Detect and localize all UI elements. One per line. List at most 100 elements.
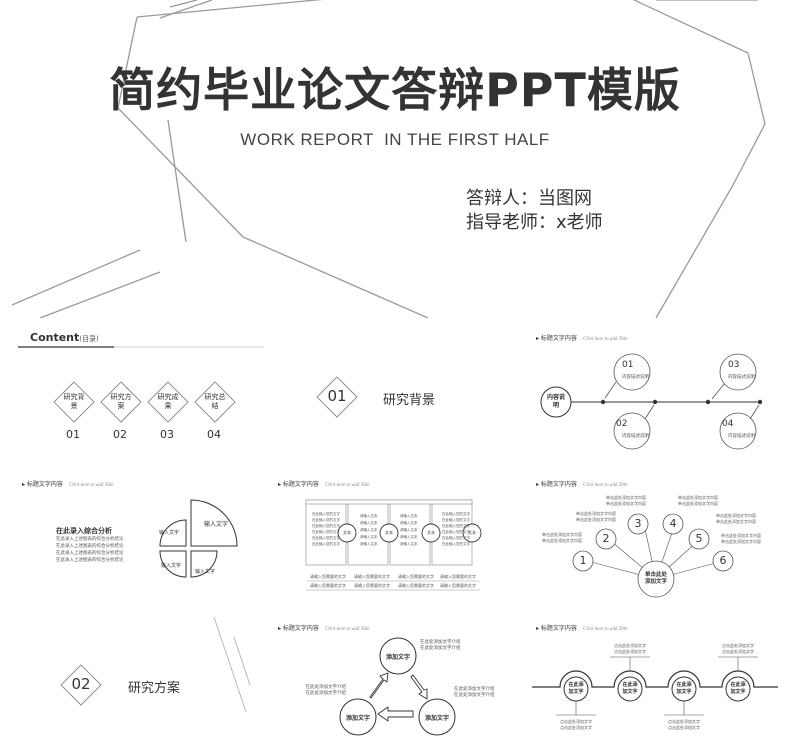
section-number: 01 (327, 387, 347, 405)
clover-petal (190, 499, 238, 547)
radial-number: 6 (719, 554, 727, 567)
cycle-arrow (410, 674, 428, 700)
clover-petal-label: 输入文字 (203, 521, 229, 528)
presentation-subtitle: WORK REPORT IN THE FIRST HALF (240, 130, 550, 149)
road-node-label: 在此添加文字 (676, 682, 692, 695)
road-graphics (532, 656, 778, 716)
panel-caption: 请输入您需要的文字 (310, 574, 346, 579)
advisor-line: 指导老师：x老师 (466, 212, 603, 233)
timeline-node-text: 内容描述说明 (622, 375, 649, 380)
panel-circle-label: 文本 (343, 530, 351, 535)
clover-petal (159, 550, 187, 578)
panel-caption: 请输入您需要的文字 (398, 574, 434, 579)
contents-item-label: 研究方案 (110, 393, 132, 410)
clover-petal-label: 输入文字 (194, 569, 216, 575)
slide-thumb-section-02[interactable]: 02 研究方案 (14, 617, 270, 755)
title-slide: 简约毕业论文答辩PPT模版 WORK REPORT IN THE FIRST H… (0, 0, 790, 318)
section-graphics (316, 376, 358, 418)
cycle-note: 在此处添加文字介绍在此处添加文字介绍 (420, 640, 461, 651)
timeline-node-number: 01 (622, 360, 634, 370)
cycle-note: 在此处添加文字介绍在此处添加文字介绍 (454, 687, 495, 698)
cycle-node-label: 添加文字 (385, 654, 411, 661)
radial-number: 5 (695, 532, 703, 545)
panel-text-left: 在此输入您的文字在此输入您的文字在此输入您的文字 在此输入您的文字在此输入您的文… (312, 512, 340, 546)
section-title: 研究背景 (383, 393, 436, 408)
panel-caption: 请输入您需要的文字 (440, 574, 476, 579)
slide-thumb-contents[interactable]: Content(目录) 研究背景 研究方案 研究成果 研究总结 01 02 03… (14, 327, 270, 463)
diamond-frame (53, 381, 95, 423)
slide-thumb-section-01[interactable]: 01 研究背景 (270, 327, 526, 463)
diamond-frame (147, 381, 189, 423)
timeline-node-text: 内容描述说明 (622, 434, 649, 439)
radial-note: 单击此处添加文字内容单击此处添加文字内容 (606, 495, 646, 506)
clover-petal-label: 输入文字 (158, 530, 180, 536)
cycle-arrow (369, 672, 389, 699)
clover-graphics (159, 499, 238, 578)
panel-circle-label: 文本 (468, 530, 476, 535)
cycle-arrow (377, 706, 414, 722)
timeline-node-number: 03 (728, 360, 740, 370)
diamond-frame (194, 381, 236, 423)
radial-note: 单击此处添加文字内容单击此处添加文字内容 (721, 533, 761, 544)
timeline-node-text: 内容描述说明 (728, 375, 755, 380)
cycle-node-label: 添加文字 (345, 715, 371, 722)
contents-item-label: 研究总结 (204, 393, 226, 410)
road-note: 点击此处添加文字点击此处添加文字 (722, 643, 754, 654)
panel-caption: 请输入您需要的文字 (354, 574, 390, 579)
section-title: 研究方案 (128, 681, 181, 696)
cycle-node-label: 添加文字 (424, 715, 450, 722)
section-graphics (60, 617, 251, 713)
radial-number: 2 (602, 532, 610, 545)
road-note: 点击此处添加文字点击此处添加文字 (614, 643, 646, 654)
clover-petal-label: 输入文字 (160, 563, 182, 569)
road-node-label: 在此添加文字 (568, 682, 584, 695)
contents-item-number: 01 (66, 428, 80, 441)
diamond-frame (316, 376, 358, 418)
timeline-graphics (540, 353, 763, 450)
clover-heading: 在此录入综合分析 (56, 527, 112, 535)
presenter-line: 答辩人：当图网 (466, 188, 592, 209)
timeline-node-text: 内容描述说明 (728, 434, 755, 439)
clover-line: 在此录入上述图表的综合分析结论 (56, 558, 124, 563)
radial-note: 单击此处添加文字内容单击此处添加文字内容 (576, 511, 616, 522)
contents-item-label: 研究背景 (63, 393, 85, 410)
panel-text-right: 请输入文本请输入文本请输入文本 请输入文本请输入文本 (400, 514, 418, 546)
clover-line: 在此录入上述图表的综合分析结论 (56, 544, 124, 549)
radial-note: 单击此处添加文字内容单击此处添加文字内容 (716, 513, 756, 524)
panel-caption: 请输入您需要的文字 (440, 583, 476, 588)
diamond-frame (100, 381, 142, 423)
radial-number: 3 (634, 517, 642, 530)
contents-item-label: 研究成果 (157, 393, 179, 410)
decorative-lines (11, 0, 766, 318)
radial-center-label: 单击此处添加文字 (644, 572, 668, 585)
road-note: 点击此处添加文字点击此处添加文字 (668, 719, 700, 730)
panel-caption: 请输入您需要的文字 (398, 583, 434, 588)
clover-line: 在此录入上述图表的综合分析结论 (56, 537, 124, 542)
radial-graphics (572, 513, 734, 598)
radial-number: 1 (579, 554, 587, 567)
road-node-label: 在此添加文字 (622, 682, 638, 695)
road-node-label: 在此添加文字 (730, 682, 746, 695)
radial-number: 4 (669, 517, 677, 530)
contents-item-number: 04 (207, 428, 221, 441)
panel-caption: 请输入您需要的文字 (310, 583, 346, 588)
road-note: 点击此处添加文字点击此处添加文字 (560, 719, 592, 730)
contents-title: Content(目录) (30, 331, 99, 344)
section-number: 02 (71, 675, 91, 693)
panel-circle-label: 文本 (385, 530, 393, 535)
contents-graphics (18, 346, 264, 423)
presentation-title: 简约毕业论文答辩PPT模版 (109, 63, 681, 117)
timeline-node-number: 02 (616, 419, 628, 429)
